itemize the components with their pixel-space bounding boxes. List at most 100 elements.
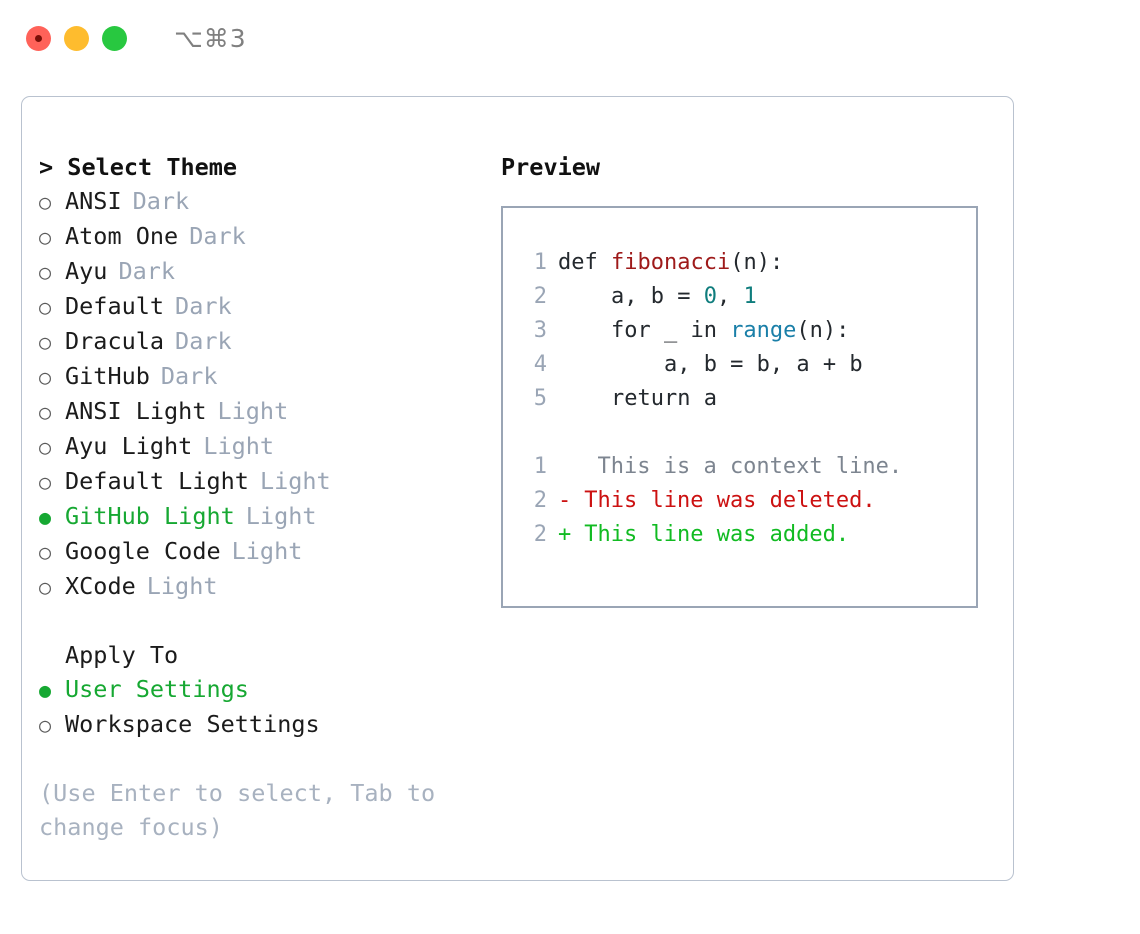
theme-variant-badge: Dark <box>118 257 176 285</box>
radio-unselected-icon: ○ <box>39 225 52 249</box>
theme-option-label: Google Code <box>65 537 221 565</box>
theme-option-label: Default <box>65 292 165 320</box>
code-token-plain: (n): <box>796 318 850 343</box>
radio-unselected-icon: ○ <box>39 713 52 737</box>
theme-option-google-code[interactable]: ○ Google Code Light <box>39 534 489 569</box>
radio-unselected-icon: ○ <box>39 575 52 599</box>
theme-variant-badge: Dark <box>175 292 232 320</box>
maximize-window-button[interactable] <box>102 25 127 51</box>
title-bar: ⌥⌘3 <box>0 0 1140 76</box>
diff-line-text: This line was deleted. <box>571 488 876 513</box>
code-line: 1 def fibonacci(n): <box>521 246 976 280</box>
apply-to-option-label: User Settings <box>65 675 249 703</box>
radio-unselected-icon: ○ <box>39 365 52 389</box>
radio-selected-icon: ● <box>39 678 52 702</box>
code-token-plain: a, b = <box>558 284 704 309</box>
code-token-num: 0 <box>703 284 717 309</box>
theme-variant-badge: Dark <box>175 327 232 355</box>
code-line-number: 3 <box>533 318 547 343</box>
theme-variant-badge: Light <box>231 537 303 565</box>
keyboard-shortcut-label: ⌥⌘3 <box>174 23 247 53</box>
theme-option-label: ANSI <box>65 187 122 215</box>
radio-unselected-icon: ○ <box>39 330 52 354</box>
theme-option-label: Default Light <box>65 467 249 495</box>
diff-line-del: 2- This line was deleted. <box>521 484 976 518</box>
code-token-plain: def <box>558 250 611 275</box>
diff-line-number: 2 <box>533 522 547 547</box>
theme-variant-badge: Light <box>245 502 317 530</box>
code-token-plain: for _ in <box>558 318 731 343</box>
theme-option-label: GitHub Light <box>65 502 235 530</box>
theme-variant-badge: Dark <box>132 187 190 215</box>
code-token-plain: (n): <box>730 250 784 275</box>
code-line-number: 5 <box>533 386 547 411</box>
code-line-number: 1 <box>533 250 547 275</box>
diff-line-context: 1 This is a context line. <box>521 450 976 484</box>
theme-variant-badge: Dark <box>160 362 218 390</box>
theme-option-label: Ayu Light <box>65 432 193 460</box>
select-theme-heading: > Select Theme <box>39 150 489 184</box>
apply-to-option-user-settings[interactable]: ● User Settings <box>39 672 489 707</box>
code-line-number: 4 <box>533 352 547 377</box>
diff-line-text: This is a context line. <box>571 454 903 479</box>
code-line: 5 return a <box>521 382 976 416</box>
diff-sign: + <box>558 522 572 547</box>
diff-line-text: This line was added. <box>571 522 850 547</box>
code-token-plain: a, b = b, a + b <box>558 352 863 377</box>
diff-line-add: 2 + This line was added. <box>521 518 976 552</box>
apply-to-heading: Apply To <box>65 641 179 669</box>
theme-option-label: XCode <box>65 572 136 600</box>
radio-unselected-icon: ○ <box>39 295 52 319</box>
code-token-plain: , <box>716 284 744 309</box>
select-theme-heading-label: Select Theme <box>67 153 238 181</box>
radio-unselected-icon: ○ <box>39 400 52 424</box>
section-spacer <box>39 604 489 638</box>
theme-option-xcode[interactable]: ○ XCode Light <box>39 569 489 604</box>
close-window-button[interactable] <box>26 25 51 51</box>
code-line: 2 a, b = 0, 1 <box>521 280 976 314</box>
preview-title: Preview <box>501 153 601 181</box>
code-line-content: def fibonacci(n): <box>558 246 783 280</box>
code-token-fn: fibonacci <box>610 250 731 275</box>
code-token-plain: return a <box>558 386 717 411</box>
code-token-num: 1 <box>743 284 757 309</box>
theme-option-default[interactable]: ○ Default Dark <box>39 289 489 324</box>
preview-spacer <box>521 416 976 450</box>
theme-option-ansi[interactable]: ○ ANSI Dark <box>39 184 489 219</box>
theme-option-github[interactable]: ○ GitHub Dark <box>39 359 489 394</box>
theme-option-label: GitHub <box>65 362 150 390</box>
diff-line-number: 2 <box>533 488 547 513</box>
focus-caret: > <box>39 153 68 181</box>
code-line: 4 a, b = b, a + b <box>521 348 976 382</box>
radio-selected-icon: ● <box>39 505 52 529</box>
code-line-number: 2 <box>533 284 547 309</box>
theme-variant-badge: Light <box>146 572 218 600</box>
diff-sign <box>558 450 571 484</box>
code-line-content: for _ in range(n): <box>558 314 849 348</box>
code-line: 3 for _ in range(n): <box>521 314 976 348</box>
keyboard-hint-text: (Use Enter to select, Tab to change focu… <box>39 779 436 841</box>
radio-unselected-icon: ○ <box>39 190 52 214</box>
code-line-content: return a <box>558 382 717 416</box>
code-token-call: range <box>730 318 797 343</box>
apply-to-option-workspace-settings[interactable]: ○ Workspace Settings <box>39 707 489 742</box>
traffic-lights <box>26 25 127 51</box>
theme-variant-badge: Dark <box>189 222 246 250</box>
minimize-window-button[interactable] <box>64 25 89 51</box>
radio-unselected-icon: ○ <box>39 540 52 564</box>
diff-preview-block: 1 This is a context line.2- This line wa… <box>521 450 976 552</box>
radio-unselected-icon: ○ <box>39 260 52 284</box>
theme-option-github-light[interactable]: ● GitHub Light Light <box>39 499 489 534</box>
theme-option-label: ANSI Light <box>65 397 207 425</box>
apply-to-option-label: Workspace Settings <box>65 710 320 738</box>
